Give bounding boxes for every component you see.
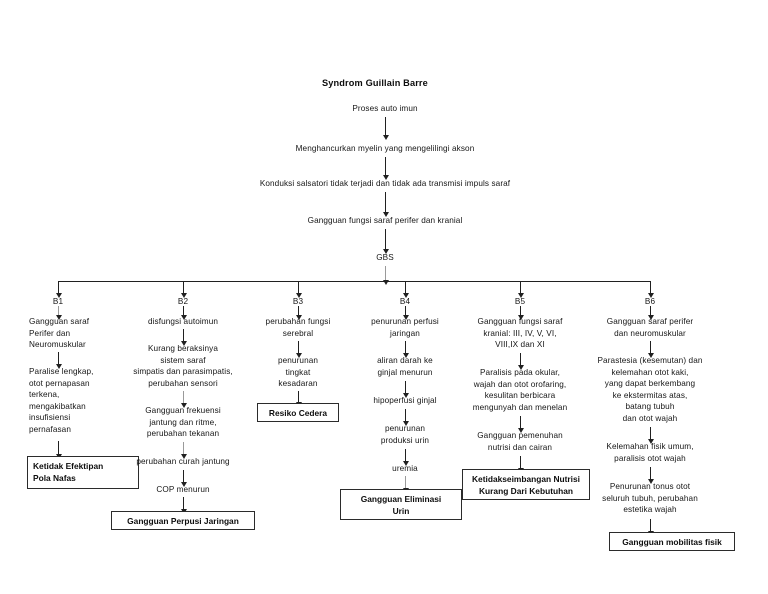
connector-arrow-b4-1-2	[405, 341, 406, 353]
page-title: Syndrom Guillain Barre	[322, 78, 428, 88]
b2-step-3: Gangguan frekuensi jantung dan ritme, pe…	[145, 406, 221, 439]
b6-step-4: Penurunan tonus otot seluruh tubuh, peru…	[602, 482, 698, 515]
b1-outcome-box: Ketidak Efektipan Pola Nafas	[27, 456, 139, 489]
trunk-node-gangguan-fungsi-saraf: Gangguan fungsi saraf perifer dan krania…	[307, 216, 463, 225]
branch-label-b3: B3	[292, 297, 304, 306]
b5-step-2: Paralisis pada okular, wajah dan otot or…	[472, 368, 568, 412]
b3-step-1: perubahan fungsi serebral	[265, 317, 331, 338]
b4-step-5: uremia	[392, 464, 418, 473]
b3-step-2: penurunan tingkat kesadaran	[277, 356, 319, 389]
b4-step-4: penurunan produksi urin	[380, 424, 430, 445]
b5-step-3: Gangguan pemenuhan nutrisi dan cairan	[477, 431, 563, 452]
connector-arrow-b6-step1	[650, 306, 651, 315]
connector-arrow-b5-2-3	[520, 416, 521, 428]
b2-step-5: COP menurun	[156, 485, 210, 494]
connector-arrow-bus-b5	[520, 281, 521, 293]
b4-outcome-box: Gangguan Eliminasi Urin	[340, 489, 462, 520]
b4-step-1: penurunan perfusi jaringan	[371, 317, 439, 338]
connector-arrow-b6-1-2	[650, 341, 651, 353]
b1-step-2: Paralise lengkap, otot pernapasan terken…	[29, 367, 94, 434]
connector-arrow-b2-3-4	[183, 442, 184, 454]
connector-arrow-b4-5-outcome	[405, 476, 406, 488]
connector-arrow-b2-4-5	[183, 470, 184, 482]
branch-label-b4: B4	[399, 297, 411, 306]
trunk-node-gbs: GBS	[376, 253, 394, 262]
b5-outcome-box: Ketidakseimbangan Nutrisi Kurang Dari Ke…	[462, 469, 590, 500]
connector-arrow-trunk-4	[385, 229, 386, 249]
connector-arrow-b6-2-3	[650, 427, 651, 439]
connector-arrow-b5-1-2	[520, 353, 521, 365]
connector-arrow-b1-step1	[58, 306, 59, 315]
connector-arrow-b4-3-4	[405, 409, 406, 421]
trunk-node-konduksi-salsatori: Konduksi salsatori tidak terjadi dan tid…	[259, 179, 511, 188]
connector-arrow-bus-b4	[405, 281, 406, 293]
connector-arrow-b2-step1	[183, 306, 184, 315]
b1-step-1: Gangguan saraf Perifer dan Neuromuskular	[29, 317, 90, 350]
connector-arrow-b3-2-outcome	[298, 391, 299, 402]
b6-step-3: Kelemahan fisik umum, paralisis otot waj…	[606, 442, 694, 463]
b2-outcome-box: Gangguan Perpusi Jaringan	[111, 511, 255, 530]
trunk-node-proses-auto-imun: Proses auto imun	[352, 104, 418, 113]
connector-arrow-b4-2-3	[405, 381, 406, 393]
connector-arrow-b3-1-2	[298, 341, 299, 353]
b6-step-2: Parastesia (kesemutan) dan kelemahan oto…	[597, 356, 703, 423]
connector-arrow-b4-4-5	[405, 449, 406, 461]
b2-step-2: Kurang beraksinya sistem saraf simpatis …	[133, 344, 233, 388]
connector-arrow-b2-5-outcome	[183, 497, 184, 509]
connector-arrow-trunk-1	[385, 117, 386, 135]
connector-arrow-b1-2-outcome	[58, 441, 59, 454]
b5-step-1: Gangguan fungsi saraf kranial: III, IV, …	[477, 317, 563, 350]
connector-arrow-trunk-3	[385, 192, 386, 212]
connector-arrow-b3-step1	[298, 306, 299, 315]
connector-arrow-bus-b2	[183, 281, 184, 293]
connector-arrow-b2-1-2	[183, 329, 184, 341]
b6-step-1: Gangguan saraf perifer dan neuromuskular	[606, 317, 694, 338]
connector-arrow-b1-1-2	[58, 352, 59, 364]
connector-arrow-b6-3-4	[650, 467, 651, 479]
branch-label-b1: B1	[52, 297, 64, 306]
branch-label-b6: B6	[644, 297, 656, 306]
b2-step-1: disfungsi autoimun	[147, 317, 219, 326]
trunk-node-menghancurkan-myelin: Menghancurkan myelin yang mengelilingi a…	[295, 144, 475, 153]
b2-step-4: perubahan curah jantung	[136, 457, 230, 466]
connector-arrow-gbs-to-bus	[385, 266, 386, 280]
connector-arrow-bus-b6	[650, 281, 651, 293]
b4-step-3: hipoperfusi ginjal	[373, 396, 437, 405]
b4-step-2: aliran darah ke ginjal menurun	[377, 356, 433, 377]
b6-outcome-box: Gangguan mobilitas fisik	[609, 532, 735, 551]
connector-arrow-b5-step1	[520, 306, 521, 315]
connector-arrow-b4-step1	[405, 306, 406, 315]
connector-arrow-bus-b1	[58, 281, 59, 293]
connector-arrow-b6-4-outcome	[650, 519, 651, 531]
b3-outcome-box: Resiko Cedera	[257, 403, 339, 422]
connector-arrow-bus-b3	[298, 281, 299, 293]
branch-label-b5: B5	[514, 297, 526, 306]
connector-arrow-b5-3-outcome	[520, 456, 521, 468]
branch-distribution-bus	[58, 281, 651, 282]
branch-label-b2: B2	[177, 297, 189, 306]
connector-arrow-b2-2-3	[183, 391, 184, 403]
connector-arrow-trunk-2	[385, 157, 386, 175]
